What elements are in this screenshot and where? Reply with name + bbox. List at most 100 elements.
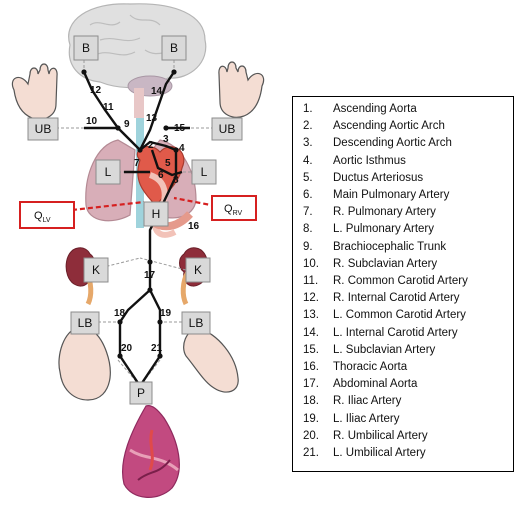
legend-item: 4.Aortic Isthmus	[303, 155, 406, 167]
segment-label-12: 12	[90, 85, 102, 96]
legend-item: 7. R. Pulmonary Artery	[303, 206, 436, 218]
legend-item: 15.L. Subclavian Artery	[303, 344, 435, 356]
svg-text:QLV: QLV	[34, 210, 51, 224]
legend-item-name: Abdominal Aorta	[333, 378, 418, 391]
right-hand-illustration	[11, 63, 58, 120]
left-foot-illustration	[183, 327, 239, 393]
svg-text:LB: LB	[189, 316, 204, 330]
segment-label-20: 20	[121, 343, 133, 354]
legend-item-number: 11.	[303, 275, 319, 287]
segment-label-15: 15	[174, 123, 186, 134]
placenta-illustration	[122, 405, 180, 498]
legend-item-number: 10.	[303, 257, 319, 270]
legend-item: 18. R. Iliac Artery	[303, 395, 401, 407]
box-heart: H	[143, 201, 169, 227]
segment-label-14: 14	[151, 86, 163, 97]
box-lower-body-left: LB	[181, 311, 211, 335]
legend-item: 13.L. Common Carotid Artery	[303, 309, 466, 321]
legend-item-number: 12.	[303, 292, 319, 305]
flow-boxes: QLV QRV	[19, 195, 257, 229]
svg-text:L: L	[201, 165, 208, 179]
flow-box-right-ventricle: QRV	[211, 195, 257, 221]
svg-text:L: L	[105, 165, 112, 179]
svg-text:B: B	[82, 41, 90, 55]
legend-item-number: 6.	[303, 189, 313, 201]
segment-label-18: 18	[114, 308, 126, 319]
organ-boxes: B B UB UB L L H K K LB LB P	[27, 35, 243, 405]
svg-text:K: K	[92, 263, 100, 277]
segment-label-9: 9	[124, 119, 130, 130]
svg-text:LB: LB	[78, 316, 93, 330]
legend-item-name: Ductus Arteriosus	[333, 171, 424, 184]
heart-illustration	[136, 146, 193, 238]
artery-nodes	[81, 69, 179, 359]
legend-item-name: R. Common Carotid Artery	[333, 275, 468, 287]
legend-item: 14.L. Internal Carotid Artery	[303, 327, 458, 339]
box-upper-body-left: UB	[211, 117, 243, 141]
legend-item: 6. Main Pulmonary Artery	[303, 189, 449, 201]
legend-item-name: R. Iliac Artery	[333, 395, 402, 408]
legend-item-number: 4.	[303, 154, 313, 167]
svg-text:QRV: QRV	[224, 203, 242, 217]
segment-label-19: 19	[160, 308, 172, 319]
legend-item-number: 7.	[303, 206, 313, 219]
left-hand-illustration	[218, 61, 265, 118]
segment-label-5: 5	[165, 158, 171, 169]
box-placenta: P	[129, 381, 153, 405]
segment-label-8: 8	[173, 175, 179, 186]
legend-item-number: 17.	[303, 378, 319, 391]
segment-label-6: 6	[158, 170, 164, 181]
legend-item: 21.L. Umbilical Artery	[303, 447, 426, 459]
legend-item-number: 1.	[303, 103, 313, 115]
legend-item: 16.Thoracic Aorta	[303, 361, 407, 373]
svg-text:UB: UB	[35, 122, 52, 136]
legend-item: 11. R. Common Carotid Artery	[303, 275, 468, 287]
legend-item-name: Main Pulmonary Artery	[333, 189, 450, 201]
flow-box-left-ventricle: QLV	[19, 201, 75, 229]
legend-item-number: 8.	[303, 223, 313, 236]
box-brain-left: B	[161, 35, 187, 61]
legend-item-name: L. Internal Carotid Artery	[333, 326, 458, 339]
legend-item-number: 18.	[303, 395, 319, 408]
legend-item-name: Thoracic Aorta	[333, 361, 408, 373]
box-lung-left: L	[191, 159, 217, 185]
legend-item: 9. Brachiocephalic Trunk	[303, 241, 446, 253]
legend-item-number: 21.	[303, 447, 319, 459]
box-kidney-right: K	[83, 257, 109, 283]
segment-number-labels: 2 3 4 5 6 7 8 9 10 11 12 13 14 15 16 17 …	[86, 85, 200, 354]
segment-label-2: 2	[148, 140, 154, 151]
legend-item-name: Brachiocephalic Trunk	[333, 240, 447, 253]
segment-label-10: 10	[86, 116, 98, 127]
legend-item-number: 19.	[303, 412, 319, 425]
legend-item-name: Ascending Aortic Arch	[333, 120, 445, 133]
segment-label-4: 4	[179, 143, 185, 154]
fetal-circulation-diagram: 2 3 4 5 6 7 8 9 10 11 12 13 14 15 16 17 …	[11, 3, 265, 498]
box-kidney-left: K	[185, 257, 211, 283]
svg-text:H: H	[152, 207, 161, 221]
legend-item: 12. R. Internal Carotid Artery	[303, 292, 460, 304]
legend-item-name: R. Pulmonary Artery	[333, 206, 436, 219]
right-foot-illustration	[58, 327, 111, 401]
segment-label-16: 16	[188, 221, 200, 232]
legend-item-number: 3.	[303, 137, 313, 150]
legend-item: 3. Descending Aortic Arch	[303, 137, 452, 149]
legend-item: 19.L. Iliac Artery	[303, 413, 399, 425]
svg-text:K: K	[194, 263, 202, 277]
segment-label-3: 3	[163, 134, 169, 145]
segment-label-17: 17	[144, 270, 156, 281]
legend-item-name: R. Subclavian Artery	[333, 257, 438, 270]
legend-item-number: 9.	[303, 240, 313, 253]
legend-item: 20. R. Umbilical Artery	[303, 430, 428, 442]
legend-item-name: Descending Aortic Arch	[333, 137, 452, 150]
legend-item-number: 20.	[303, 429, 319, 442]
legend-item: 5.Ductus Arteriosus	[303, 172, 423, 184]
legend-item: 8.L. Pulmonary Artery	[303, 223, 434, 235]
legend-item-name: R. Internal Carotid Artery	[333, 292, 460, 305]
svg-text:B: B	[170, 41, 178, 55]
legend-item: 10. R. Subclavian Artery	[303, 258, 437, 270]
legend-item-number: 15.	[303, 343, 319, 356]
box-lung-right: L	[95, 159, 121, 185]
legend-item-name: R. Umbilical Artery	[333, 429, 428, 442]
legend-item-name: Ascending Aorta	[333, 103, 417, 115]
